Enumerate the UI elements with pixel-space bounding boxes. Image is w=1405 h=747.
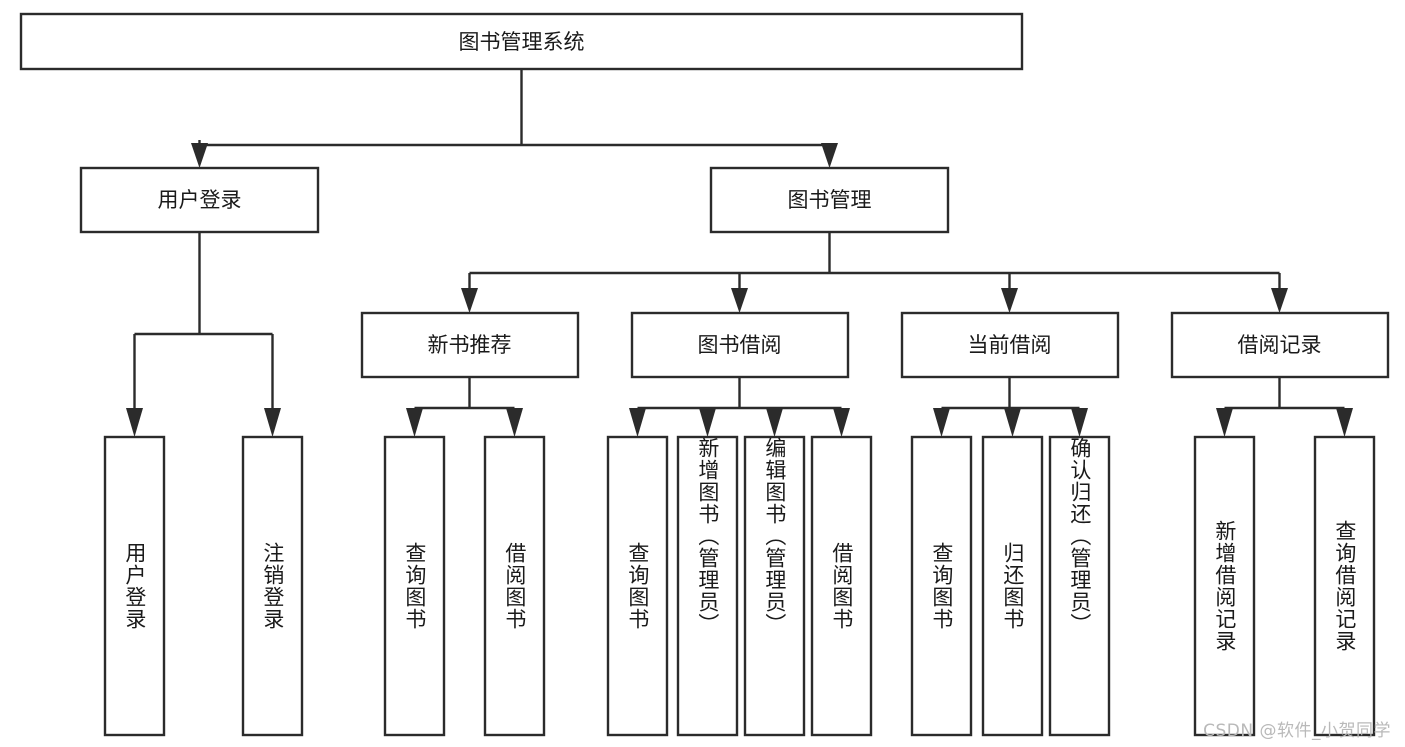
leaf-boxes-group xyxy=(103,435,1376,737)
leaf-query-book-3-box[interactable] xyxy=(910,435,973,737)
leaf-query-record-box[interactable] xyxy=(1313,435,1376,737)
arrow-head-leaf-borrow-book-1 xyxy=(506,408,523,437)
arrow-head-leaf-user-logout xyxy=(264,408,281,437)
connector-group-current-borrow xyxy=(933,377,1088,437)
arrow-head-leaf-add-record xyxy=(1216,408,1233,437)
leaf-return-book-box[interactable] xyxy=(981,435,1044,737)
arrow-head-leaf-query-book-2 xyxy=(629,408,646,437)
arrow-head-leaf-borrow-book-2 xyxy=(833,408,850,437)
leaf-user-logout-box[interactable] xyxy=(241,435,304,737)
node-root-box[interactable] xyxy=(19,12,1024,71)
connector-group-user-login xyxy=(126,232,281,437)
node-current-borrow-label: 当前借阅 xyxy=(968,333,1052,357)
leaf-confirm-return-box[interactable] xyxy=(1048,435,1111,737)
arrow-head-leaf-return-book xyxy=(1004,408,1021,437)
leaf-add-record-box[interactable] xyxy=(1193,435,1256,737)
arrow-head-book-borrow xyxy=(731,288,748,313)
node-new-book-recommend[interactable] xyxy=(360,311,580,379)
node-book-manage[interactable] xyxy=(709,166,950,234)
node-new-book-recommend-label: 新书推荐 xyxy=(428,333,512,357)
leaf-borrow-book-1-box[interactable] xyxy=(483,435,546,737)
node-user-login-label: 用户登录 xyxy=(158,188,242,212)
arrow-head-leaf-query-book-3 xyxy=(933,408,950,437)
arrow-head-user-login xyxy=(191,143,208,168)
leaf-add-book-box[interactable] xyxy=(676,435,739,737)
leaf-borrow-book-2-box[interactable] xyxy=(810,435,873,737)
connector-group-book-borrow xyxy=(629,377,850,437)
node-book-borrow-label: 图书借阅 xyxy=(698,333,782,357)
arrow-head-leaf-query-book-1 xyxy=(406,408,423,437)
arrow-head-borrow-record xyxy=(1271,288,1288,313)
arrow-head-new-book-recommend xyxy=(461,288,478,313)
connector-group-new-book-recommend xyxy=(406,377,523,437)
arrow-head-book-manage xyxy=(821,143,838,168)
node-new-book-recommend-box[interactable] xyxy=(360,311,580,379)
leaf-user-login-box[interactable] xyxy=(103,435,166,737)
node-borrow-record-label: 借阅记录 xyxy=(1238,333,1322,357)
connector-group-book-manage xyxy=(461,232,1288,313)
arrow-head-leaf-user-login xyxy=(126,408,143,437)
csdn-watermark: CSDN @软件_小贺同学 xyxy=(1203,721,1391,741)
leaf-edit-book-box[interactable] xyxy=(743,435,806,737)
arrow-head-leaf-edit-book xyxy=(766,408,783,437)
node-root[interactable] xyxy=(19,12,1024,71)
leaf-query-book-2-box[interactable] xyxy=(606,435,669,737)
arrow-head-current-borrow xyxy=(1001,288,1018,313)
leaf-query-book-1-box[interactable] xyxy=(383,435,446,737)
node-book-manage-box[interactable] xyxy=(709,166,950,234)
node-root-label: 图书管理系统 xyxy=(459,30,585,54)
arrow-head-leaf-add-book xyxy=(699,408,716,437)
connector-group-root xyxy=(191,69,838,168)
arrow-head-leaf-query-record xyxy=(1336,408,1353,437)
connector-group-borrow-record xyxy=(1216,377,1353,437)
arrow-head-leaf-confirm-return xyxy=(1071,408,1088,437)
node-book-manage-label: 图书管理 xyxy=(788,188,872,212)
